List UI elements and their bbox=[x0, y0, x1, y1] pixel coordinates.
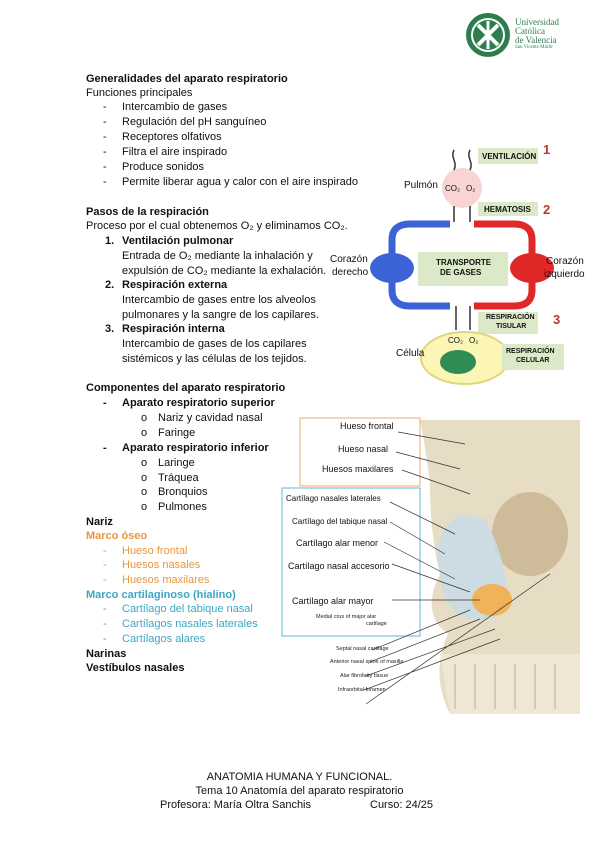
step-title: 1.Ventilación pulmonar bbox=[105, 235, 234, 247]
marco-oseo-title: Marco óseo bbox=[86, 530, 148, 542]
list-item: Produce sonidos bbox=[103, 160, 204, 174]
list-item: Permite liberar agua y calor con el aire… bbox=[103, 175, 358, 189]
label-corazon-izquierdo: Corazón bbox=[546, 256, 584, 267]
footer-line1: ANATOMIA HUMANA Y FUNCIONAL. bbox=[206, 771, 393, 783]
list-item: Receptores olfativos bbox=[103, 130, 222, 144]
list-item: Huesos maxilares bbox=[103, 573, 210, 587]
vestibulos-title: Vestíbulos nasales bbox=[86, 662, 185, 674]
label-alar-fibrofatty: Alar fibrofatty tissue bbox=[340, 673, 389, 679]
logo-line2: Católica bbox=[515, 26, 545, 36]
list-item: Tráquea bbox=[141, 471, 198, 485]
logo-line4: San Vicente Mártir bbox=[515, 45, 553, 50]
label-cartilago-tabique: Cartílago del tabique nasal bbox=[292, 517, 388, 526]
list-item: Pulmones bbox=[141, 500, 207, 514]
step-text: pulmonares y la sangre de los capilares. bbox=[122, 309, 319, 321]
label-medial-crus: Medial crus of major alar bbox=[316, 614, 377, 620]
university-logo: Universidad Católica de Valencia San Vic… bbox=[465, 12, 585, 58]
list-item: Regulación del pH sanguíneo bbox=[103, 115, 266, 129]
label-anterior-nasal-spine: Anterior nasal spine of maxilla bbox=[330, 659, 404, 665]
label-hueso-nasal: Hueso nasal bbox=[338, 444, 389, 454]
label-infraorbital-foramen: Infraorbital foramen bbox=[338, 687, 386, 693]
list-item: Filtra el aire inspirado bbox=[103, 145, 227, 159]
label-medial-crus-2: cartilage bbox=[366, 621, 387, 627]
pasos-intro: Proceso por el cual obtenemos O₂ y elimi… bbox=[86, 220, 348, 232]
list-item: Nariz y cavidad nasal bbox=[141, 411, 262, 425]
label-respiracion-celular: RESPIRACIÓN bbox=[506, 348, 555, 355]
nose-anatomy-illustration: Hueso frontal Hueso nasal Huesos maxilar… bbox=[280, 414, 580, 724]
section-title-generalidades: Generalidades del aparato respiratorio bbox=[86, 73, 288, 85]
label-ventilacion: VENTILACIÓN bbox=[482, 152, 537, 161]
label-o2-cell: O₂ bbox=[469, 336, 479, 345]
section-title-pasos: Pasos de la respiración bbox=[86, 206, 209, 218]
step-number-1: 1 bbox=[543, 142, 551, 157]
step-number-3: 3 bbox=[553, 312, 561, 327]
label-o2-lung: O₂ bbox=[466, 184, 476, 193]
label-hueso-frontal: Hueso frontal bbox=[340, 421, 394, 431]
marco-cartilaginoso-title: Marco cartilaginoso (hialino) bbox=[86, 589, 236, 601]
step-title: 3.Respiración interna bbox=[105, 323, 225, 335]
label-cartilago-accesorio: Cartílago nasal accesorio bbox=[288, 561, 390, 571]
step-text: Intercambio de gases de los capilares bbox=[122, 338, 307, 350]
footer-curso: Curso: 24/25 bbox=[370, 799, 433, 811]
label-cartilago-laterales: Cartílago nasales laterales bbox=[286, 494, 381, 503]
footer-profesora: Profesora: María Oltra Sanchis bbox=[160, 799, 312, 811]
list-item: Cartílago del tabique nasal bbox=[103, 602, 253, 616]
step-text: Entrada de O₂ mediante la inhalación y bbox=[122, 250, 313, 262]
logo-seal-icon bbox=[466, 13, 510, 57]
list-item: Cartílagos nasales laterales bbox=[103, 617, 258, 631]
label-co2-lung: CO₂ bbox=[445, 184, 461, 193]
list-item: Hueso frontal bbox=[103, 544, 188, 558]
logo-line1: Universidad bbox=[515, 17, 559, 27]
label-septal-cartilage: Septal nasal cartilage bbox=[336, 646, 389, 652]
nariz-title: Nariz bbox=[86, 516, 113, 528]
subtitle-funciones: Funciones principales bbox=[86, 87, 193, 99]
list-item: Aparato respiratorio inferior bbox=[103, 441, 269, 455]
footer-line2: Tema 10 Anatomía del aparato respiratori… bbox=[195, 785, 404, 797]
skull-illustration bbox=[281, 417, 580, 714]
label-de-gases: DE GASES bbox=[440, 268, 482, 277]
label-corazon-derecho: Corazón bbox=[330, 254, 368, 265]
label-tisular: TISULAR bbox=[496, 323, 527, 330]
respiration-diagram: VENTILACIÓN 1 Pulmón CO₂ O₂ HEMATOSIS 2 … bbox=[330, 140, 585, 390]
list-item: Faringe bbox=[141, 426, 195, 440]
label-co2-cell: CO₂ bbox=[448, 336, 464, 345]
label-cartilago-alar-mayor: Cartílago alar mayor bbox=[292, 596, 374, 606]
step-number-2: 2 bbox=[543, 202, 551, 217]
list-item: Aparato respiratorio superior bbox=[103, 396, 275, 410]
step-text: Intercambio de gases entre los alveolos bbox=[122, 294, 316, 306]
label-cartilago-alar-menor: Cartílago alar menor bbox=[296, 538, 379, 548]
step-title: 2.Respiración externa bbox=[105, 279, 228, 291]
list-item: Laringe bbox=[141, 456, 195, 470]
label-pulmon: Pulmón bbox=[404, 180, 438, 191]
label-respiracion-tisular: RESPIRACIÓN bbox=[486, 314, 535, 321]
list-item: Bronquios bbox=[141, 485, 207, 499]
section-title-componentes: Componentes del aparato respiratorio bbox=[86, 382, 286, 394]
label-huesos-maxilares: Huesos maxilares bbox=[322, 464, 394, 474]
logo-line3: de Valencia bbox=[515, 35, 557, 45]
step-text: expulsión de CO₂ mediante la exhalación. bbox=[122, 265, 327, 277]
label-transporte: TRANSPORTE bbox=[436, 258, 492, 267]
respiration-diagram-shapes bbox=[370, 148, 564, 385]
narinas-title: Narinas bbox=[86, 648, 127, 660]
list-item: Intercambio de gases bbox=[103, 100, 227, 114]
list-item: Cartílagos alares bbox=[103, 632, 205, 646]
label-celular: CELULAR bbox=[516, 357, 550, 364]
list-item: Huesos nasales bbox=[103, 558, 200, 572]
label-celula: Célula bbox=[396, 348, 425, 359]
label-derecho: derecho bbox=[332, 267, 369, 278]
label-hematosis: HEMATOSIS bbox=[484, 205, 531, 214]
step-text: sistémicos y las células de los tejidos. bbox=[122, 353, 307, 365]
label-izquierdo: izquierdo bbox=[544, 269, 585, 280]
